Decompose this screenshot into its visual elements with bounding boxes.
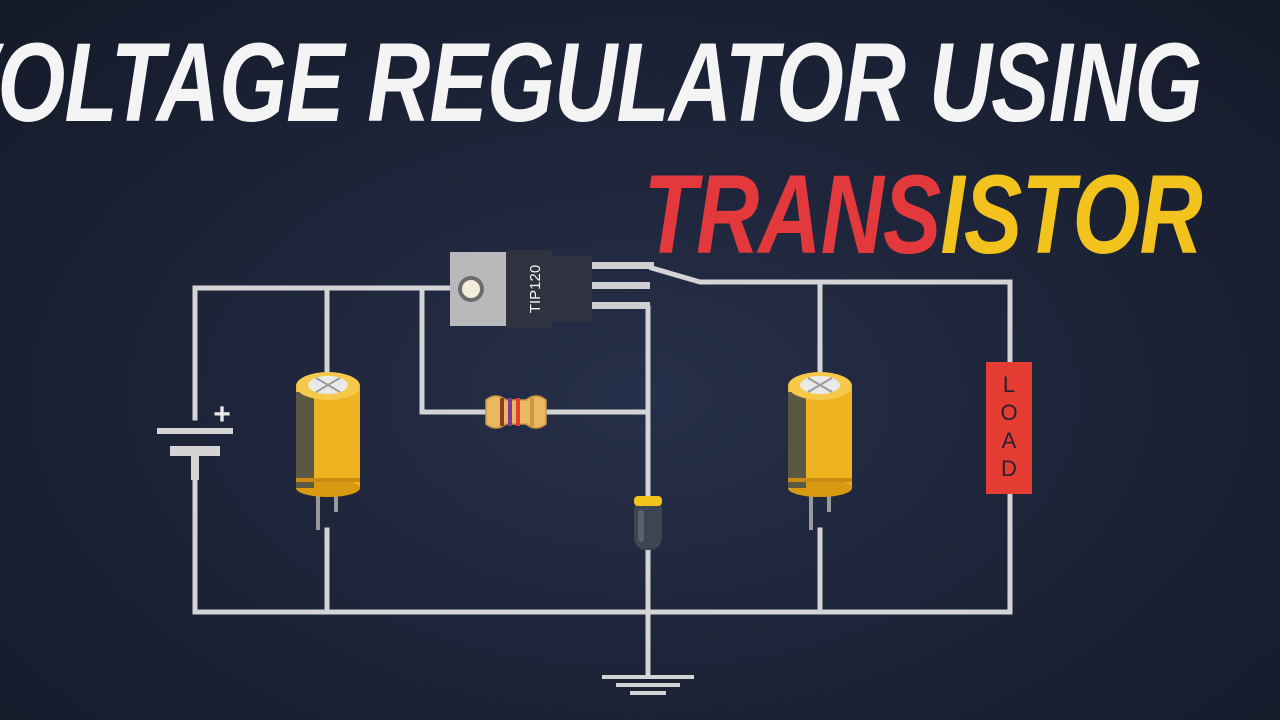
load-letter-a: A bbox=[1002, 428, 1017, 453]
ground-symbol bbox=[602, 675, 694, 695]
diode bbox=[634, 496, 662, 550]
wires bbox=[192, 264, 1013, 679]
load-resistor: L O A D bbox=[986, 362, 1032, 494]
transistor-tip120: TIP120 bbox=[450, 250, 654, 328]
load-letter-d: D bbox=[1001, 456, 1017, 481]
battery-plus-sign: + bbox=[213, 398, 231, 431]
transistor-label: TIP120 bbox=[527, 265, 544, 313]
load-letter-o: O bbox=[1000, 400, 1017, 425]
load-letter-l: L bbox=[1003, 372, 1015, 397]
title-part-trans: TRANS bbox=[643, 152, 942, 277]
capacitor-2 bbox=[788, 372, 852, 530]
title-part-istor: ISTOR bbox=[940, 152, 1203, 277]
resistor bbox=[485, 395, 547, 429]
wire-collector bbox=[648, 264, 1013, 285]
battery: + bbox=[157, 398, 233, 480]
capacitor-1 bbox=[296, 372, 360, 530]
title-line-2: TRANSISTOR bbox=[643, 150, 1203, 279]
title-line-1: VOLTAGE REGULATOR USING bbox=[0, 20, 1203, 145]
